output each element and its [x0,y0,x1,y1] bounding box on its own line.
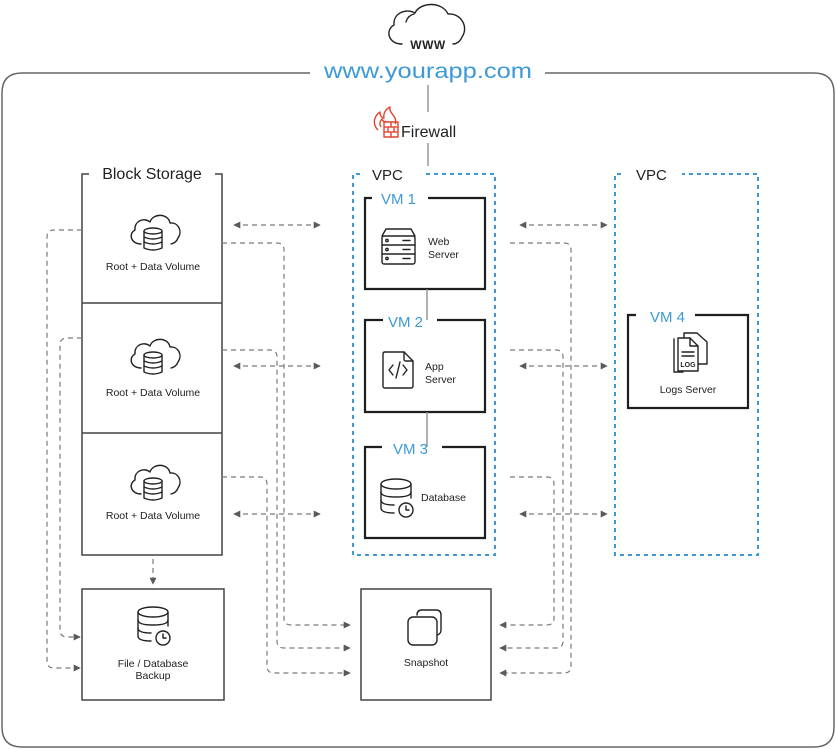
snapshot-label: Snapshot [404,657,448,669]
volume1-to-snapshot [222,242,351,629]
cloud-database-icon [130,338,181,375]
volume3-to-snapshot [222,476,351,677]
vm-4-box[interactable] [626,313,750,410]
storage-to-backup-outer [46,229,82,672]
snapshot-icon [407,609,442,646]
vpc-2-boundary [614,173,759,556]
database-clock-icon [380,478,414,518]
app-url-label[interactable]: www.yourapp.com [323,60,532,83]
vm-1-label: VM 1 [381,191,416,208]
volume-label: Root + Data Volume [106,510,200,522]
volume2-to-snapshot [222,349,351,652]
vm-2-name-line-1: App [425,361,444,373]
cloud-database-icon [130,464,181,501]
code-file-icon [382,351,414,389]
firewall-icon [373,106,399,138]
vm-1-name-line-1: Web [428,236,450,248]
snapshot-box[interactable] [360,588,492,701]
log-files-icon: LOG [673,332,708,373]
vm-3-box[interactable] [363,445,487,540]
vm-2-name-line-2: Server [425,374,456,386]
volume-label: Root + Data Volume [106,261,200,273]
backup-label-line-1: File / Database [118,658,189,670]
vm-2-label: VM 2 [388,314,423,331]
vm-3-name: Database [421,492,466,504]
volume-label: Root + Data Volume [106,387,200,399]
vm2-to-snapshot [499,349,564,652]
backup-box[interactable] [81,588,225,701]
vpc-2-label: VPC [636,167,667,184]
vm-1-box[interactable] [363,196,487,291]
cloud-www-icon: WWW [388,3,466,52]
vpc-1-boundary [352,173,496,556]
server-rack-icon [381,228,416,265]
block-storage [81,173,223,556]
storage-to-backup-inner [59,337,82,641]
vm-4-label: VM 4 [650,309,685,326]
vm-4-name: Logs Server [660,384,717,396]
vpc-1-label: VPC [372,167,403,184]
firewall-label: Firewall [401,124,456,141]
cloud-www-text: WWW [410,38,446,52]
vm3-to-snapshot [499,476,555,629]
vm-3-label: VM 3 [393,441,428,458]
cloud-database-icon [130,214,181,251]
block-storage-title: Block Storage [102,166,202,183]
database-clock-icon [137,606,171,646]
outer-frame [1,72,835,748]
vm-1-name-line-2: Server [428,249,459,261]
backup-label-line-2: Backup [135,670,170,682]
vm-2-box[interactable] [363,318,487,414]
log-icon-text: LOG [680,362,696,369]
vm1-to-snapshot [499,242,572,677]
